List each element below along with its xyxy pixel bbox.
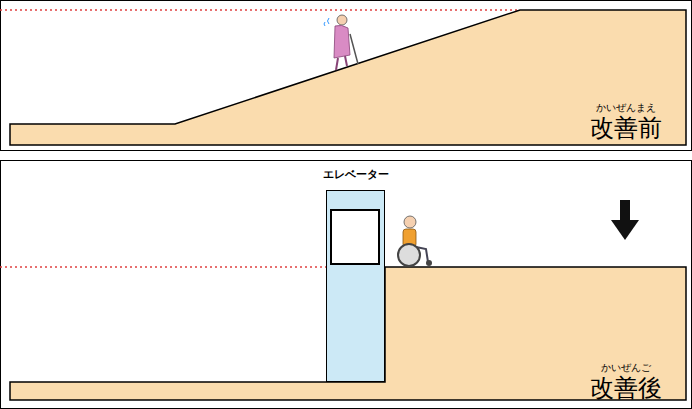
panel-title: 改善後 <box>590 376 662 400</box>
down-arrow <box>611 200 639 240</box>
elevator-shaft: エレベーター <box>326 190 385 382</box>
furigana: かいぜんまえ <box>596 103 656 113</box>
walking-woman <box>324 15 358 70</box>
elevator-car <box>330 209 380 265</box>
elevator-label: エレベーター <box>323 169 389 180</box>
wheelchair-user <box>398 216 432 266</box>
panel-title: 改善前 <box>590 116 662 140</box>
furigana: かいぜんご <box>601 363 651 373</box>
